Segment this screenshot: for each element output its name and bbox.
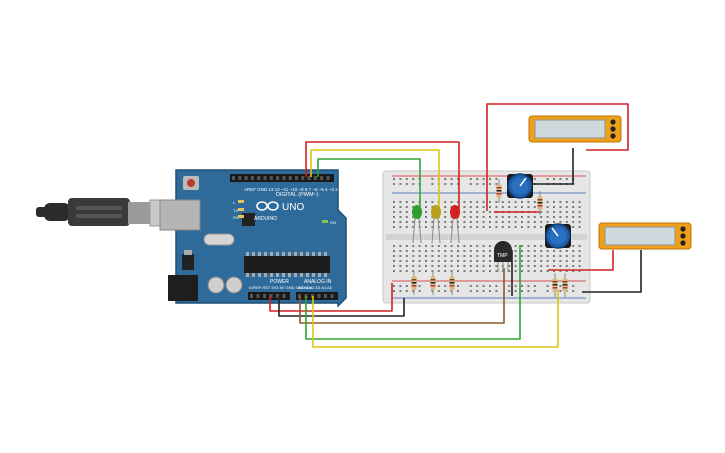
resistor-pot-1[interactable] [496, 179, 502, 203]
board-model-label: UNO [282, 202, 304, 213]
temperature-sensor[interactable]: TMP [494, 241, 512, 272]
capacitor [225, 276, 243, 294]
digital-header-label: DIGITAL (PWM~) [276, 192, 319, 198]
multimeter-1[interactable] [528, 115, 622, 143]
resistor-led-green[interactable] [411, 271, 417, 295]
wire-black-meter2[interactable] [582, 250, 642, 293]
wire-yellow-led[interactable] [310, 149, 440, 210]
led-green[interactable] [412, 205, 422, 244]
digital-header[interactable] [230, 174, 334, 182]
board-brand-label: ARDUINO [254, 216, 277, 222]
sensor-label: TMP [497, 253, 508, 259]
analog-header-label: ANALOG IN [304, 279, 332, 285]
capacitor [207, 276, 225, 294]
resistor-led-red[interactable] [449, 271, 455, 295]
analog-header[interactable] [296, 292, 338, 300]
wire-green-pot[interactable] [305, 245, 521, 340]
led-rx-label: RX [233, 215, 239, 220]
wire-black-meter1[interactable] [532, 148, 574, 185]
arduino-logo [256, 201, 279, 211]
power-jack [168, 275, 198, 301]
arduino-uno-board[interactable]: AREF GND 13 12 ~11 ~10 ~9 8 7 ~6 ~5 4 ~3… [159, 169, 358, 308]
svg-text:A0 A1 A2 A3 A4 A5: A0 A1 A2 A3 A4 A5 [298, 285, 333, 290]
led-tx-label: TX [233, 208, 238, 213]
wire-5v[interactable] [269, 283, 393, 312]
multimeter-2[interactable] [598, 222, 692, 250]
wire-gnd[interactable] [278, 296, 405, 317]
wire-green-led[interactable] [317, 158, 421, 210]
wire-brown-sensor[interactable] [299, 268, 505, 324]
wire-red-meter1[interactable] [486, 103, 629, 211]
led-red[interactable] [450, 205, 460, 244]
potentiometer-2[interactable] [545, 223, 571, 249]
wire-red-meter2[interactable] [548, 250, 614, 271]
power-header[interactable] [248, 292, 290, 300]
potentiometer-1[interactable] [507, 173, 533, 199]
led-l-label: L [233, 200, 236, 205]
resistor-pot-1b[interactable] [537, 191, 543, 215]
svg-text:IOREF RST 3V3 5V GND GND Vin: IOREF RST 3V3 5V GND GND Vin [249, 285, 311, 290]
power-header-label: POWER [270, 279, 289, 285]
wire-yellow-pot[interactable] [312, 290, 559, 348]
resistor-led-yellow[interactable] [430, 271, 436, 295]
on-label: ON [330, 220, 336, 225]
led-yellow[interactable] [431, 205, 441, 244]
wires [269, 103, 642, 348]
resistor-pot-2b[interactable] [562, 273, 568, 297]
atmega-chip [244, 256, 330, 273]
svg-text:AREF GND 13 12 ~11 ~10 ~9 8 7: AREF GND 13 12 ~11 ~10 ~9 8 7 ~6 ~5 4 ~3… [244, 187, 358, 192]
wire-red-led[interactable] [305, 141, 460, 210]
resistor-pot-2a[interactable] [552, 273, 558, 297]
